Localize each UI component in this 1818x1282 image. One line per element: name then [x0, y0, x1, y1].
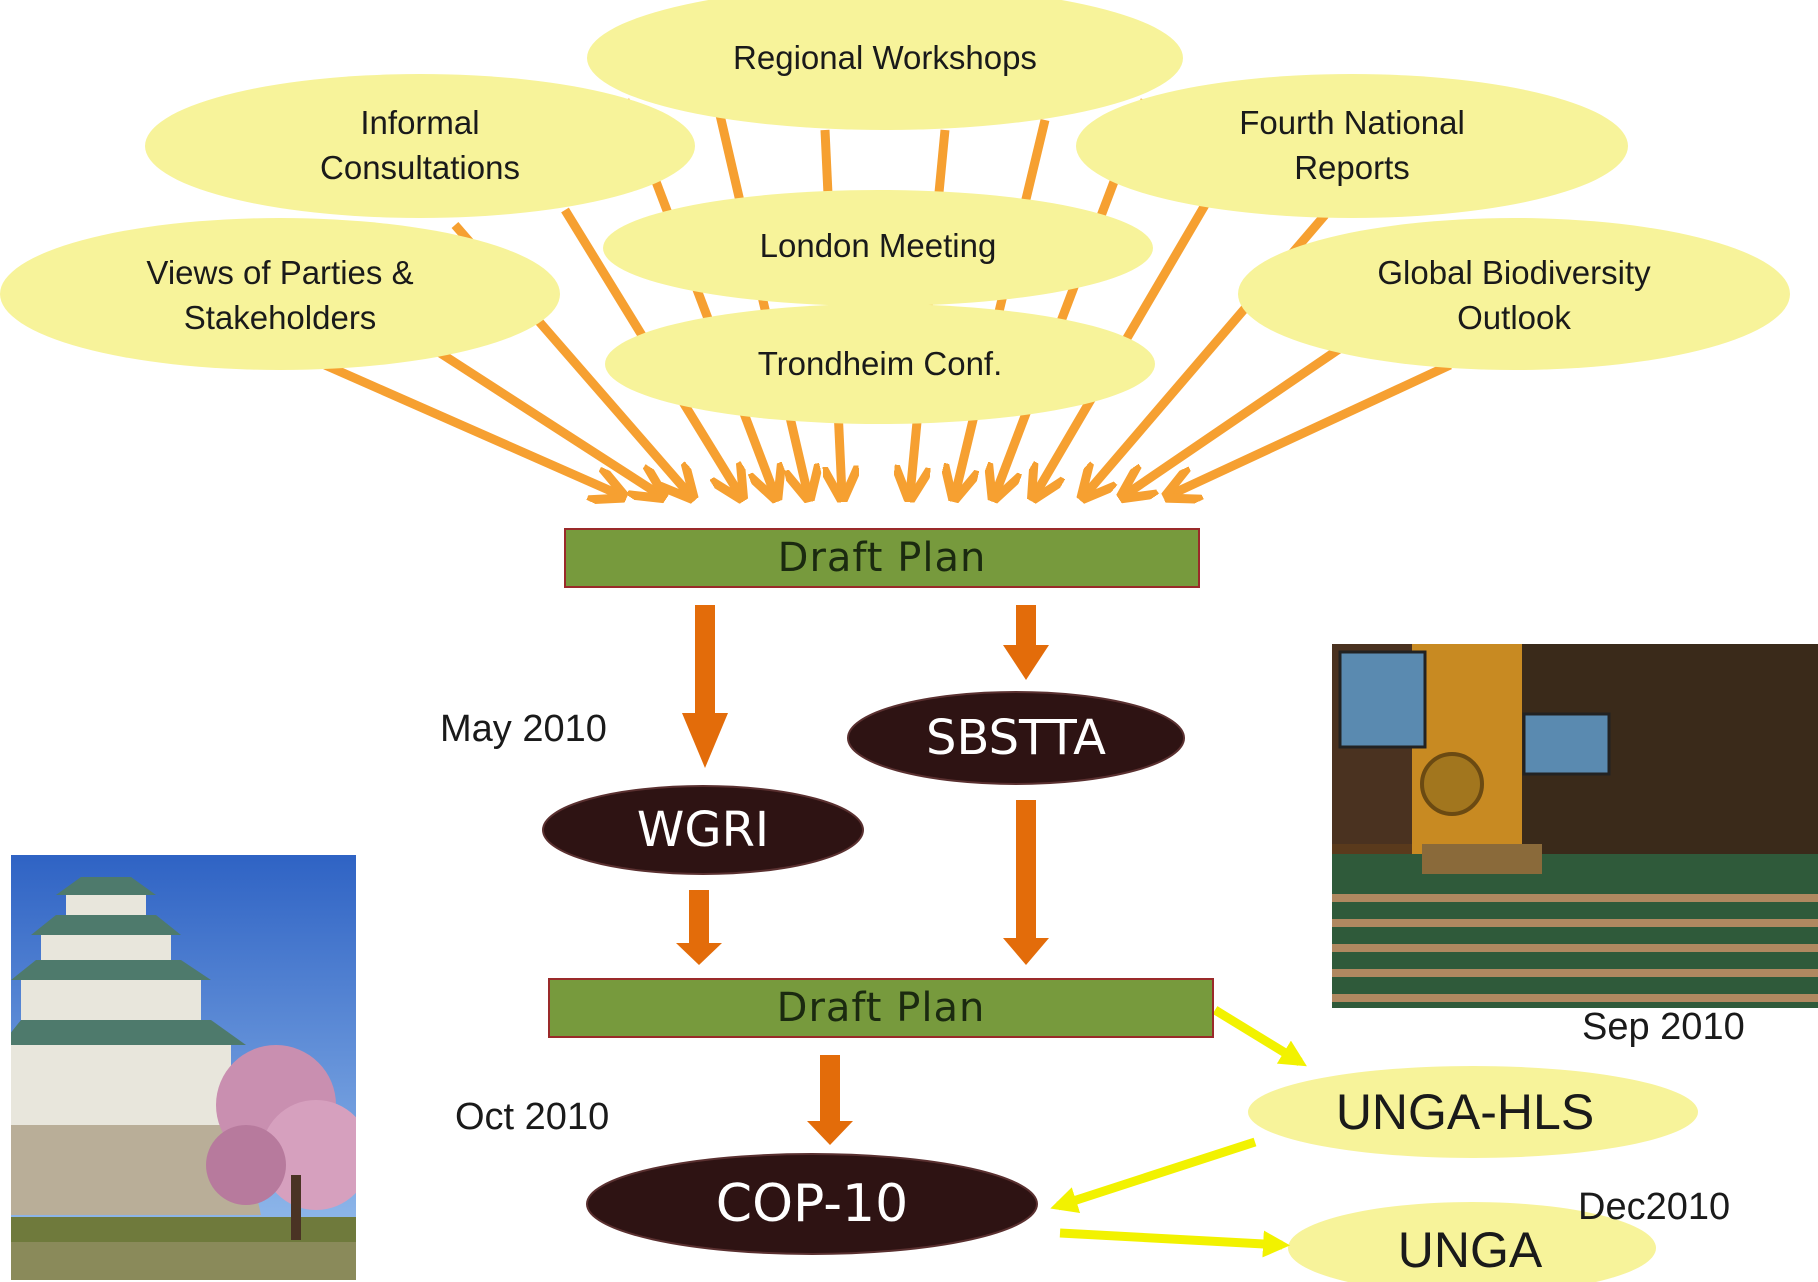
- label-unga: UNGA: [1397, 1222, 1543, 1278]
- fan-arrow: [417, 336, 660, 495]
- output-ellipses: [1248, 1066, 1698, 1282]
- castle-image: [11, 855, 356, 1280]
- input-ellipses: [0, 0, 1790, 424]
- label-informal-consultations: Informal Consultations: [320, 104, 520, 186]
- fan-arrow: [323, 360, 620, 495]
- label-views-of-parties: Views of Parties & Stakeholders: [146, 254, 414, 336]
- ellipse-informal-consultations: [145, 74, 695, 218]
- date-oct-2010: Oct 2010: [455, 1096, 610, 1138]
- ellipse-trondheim-conf: [605, 304, 1155, 424]
- ellipse-london-meeting: [603, 190, 1153, 306]
- draft-plan-top: Draft Plan: [564, 528, 1200, 588]
- label-london-meeting: London Meeting: [759, 226, 997, 264]
- ellipse-sbstta: [847, 691, 1185, 785]
- meeting-ellipses: [542, 691, 1185, 1255]
- assembly-image: [1332, 644, 1818, 1008]
- date-dec-2010: Dec2010: [1578, 1186, 1731, 1228]
- fan-arrow: [1170, 360, 1452, 495]
- label-global-biodiversity-outlook: Global Biodiversity Outlook: [1377, 254, 1651, 336]
- label-regional-workshops: Regional Workshops: [733, 38, 1037, 76]
- label-sbstta: SBSTTA: [926, 710, 1106, 766]
- unga-arrows: [1050, 1006, 1307, 1258]
- ellipse-wgri: [542, 785, 864, 875]
- date-may-2010: May 2010: [440, 708, 607, 750]
- ellipse-unga-hls: [1248, 1066, 1698, 1158]
- flow-arrows: [676, 605, 1049, 1145]
- arrow-cop10-to-unga: [1059, 1228, 1291, 1258]
- un-assembly-photo: [1332, 644, 1818, 1008]
- ellipse-regional-workshops: [587, 0, 1183, 130]
- ellipse-cop10: [586, 1153, 1038, 1255]
- ellipse-views-of-parties: [0, 218, 560, 370]
- fan-arrow: [715, 113, 808, 495]
- fan-arrow: [955, 118, 1050, 495]
- label-cop10: COP-10: [715, 1174, 909, 1234]
- label-fourth-national-reports: Fourth National Reports: [1239, 104, 1465, 186]
- arrow-unga-hls-to-cop10: [1050, 1137, 1257, 1213]
- castle-photo: [11, 855, 356, 1280]
- label-wgri: WGRI: [636, 802, 770, 858]
- date-sep-2010: Sep 2010: [1582, 1006, 1745, 1048]
- label-unga-hls: UNGA-HLS: [1335, 1084, 1595, 1140]
- ellipse-global-biodiversity-outlook: [1238, 218, 1790, 370]
- label-trondheim-conf: Trondheim Conf.: [757, 344, 1003, 382]
- ellipse-fourth-national-reports: [1076, 74, 1628, 218]
- arrow-plan-to-unga-hls: [1212, 1006, 1307, 1067]
- fan-arrow: [1125, 341, 1348, 495]
- ellipse-unga: [1288, 1202, 1656, 1282]
- draft-plan-bottom: Draft Plan: [548, 978, 1214, 1038]
